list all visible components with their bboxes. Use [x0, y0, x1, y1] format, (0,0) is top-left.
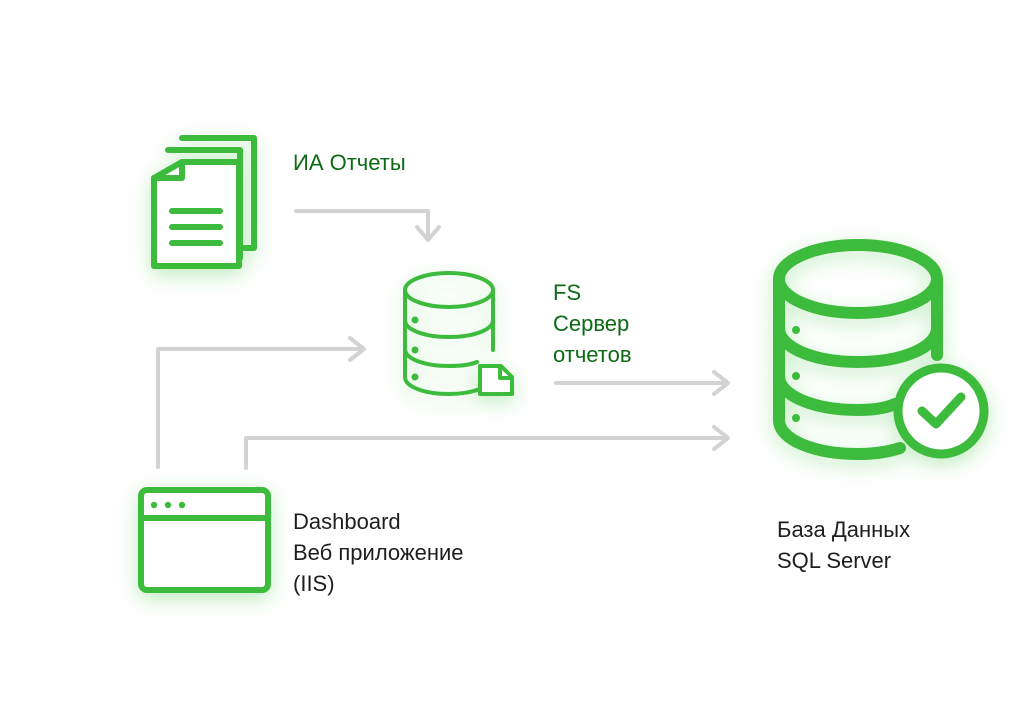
edge-reports-to-fs — [294, 209, 441, 242]
documents-icon — [151, 135, 257, 269]
dashboard-line-3: (IIS) — [293, 571, 335, 596]
reports-label-text: ИА Отчеты — [293, 150, 406, 175]
database-check-icon — [773, 239, 989, 460]
database-line-2: SQL Server — [777, 548, 892, 573]
edge-dashboard-to-fs — [156, 336, 366, 469]
edge-fs-to-database — [554, 370, 730, 396]
database-label: База Данных SQL Server — [777, 514, 910, 576]
reports-label: ИА Отчеты — [293, 147, 406, 178]
browser-window-icon — [138, 487, 271, 593]
database-file-icon — [403, 271, 514, 396]
dashboard-label: Dashboard Веб приложение (IIS) — [293, 506, 464, 599]
fs-server-line-1: FS — [553, 280, 582, 305]
fs-server-line-3: отчетов — [553, 342, 632, 367]
fs-server-label: FS Сервер отчетов — [553, 277, 632, 370]
dashboard-line-2: Веб приложение — [293, 540, 464, 565]
dashboard-line-1: Dashboard — [293, 509, 401, 534]
fs-server-line-2: Сервер — [553, 311, 630, 336]
edge-dashboard-to-database — [244, 425, 730, 470]
database-line-1: База Данных — [777, 517, 911, 542]
